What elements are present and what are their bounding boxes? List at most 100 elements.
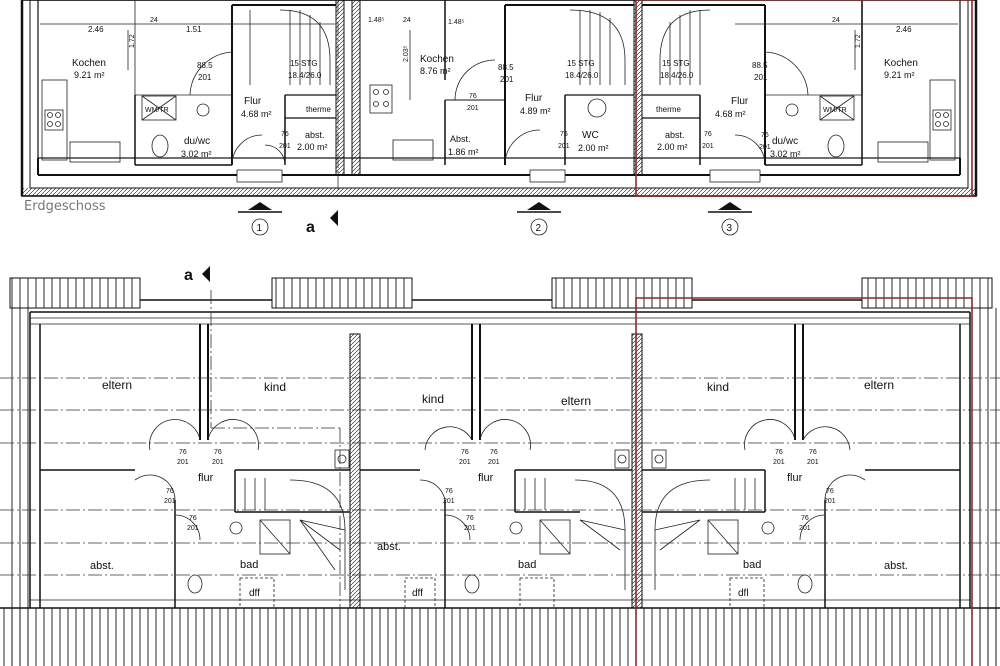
room-label: Kochen	[72, 58, 106, 69]
entrance-marker-2: 2	[517, 202, 561, 236]
door-label: 76	[179, 449, 187, 456]
room-label: bad	[240, 559, 258, 571]
door-label: 76	[801, 515, 809, 522]
door-label: 201	[459, 459, 471, 466]
door-label: 76	[704, 131, 712, 138]
dim-label: 24	[150, 17, 158, 24]
dim-label: 2.03⁵	[403, 45, 410, 62]
room-area: 4.68 m²	[241, 109, 272, 119]
room-label: dff	[249, 588, 260, 599]
door-label: 201	[187, 525, 199, 532]
door-label: 201	[212, 459, 224, 466]
stair-label: 15 STG	[662, 59, 690, 68]
entrance-marker-3: 3	[708, 202, 752, 236]
room-label: eltern	[864, 378, 894, 392]
room-label: abst.	[665, 130, 685, 140]
room-area: 8.76 m²	[420, 66, 451, 76]
door-label: 88.5	[498, 63, 514, 72]
room-label: Flur	[525, 93, 543, 104]
room-label: flur	[787, 472, 803, 484]
room-label: Flur	[731, 96, 749, 107]
room-label: Abst.	[450, 134, 471, 144]
room-area: 3.02 m²	[181, 149, 212, 159]
dim-label: 2.46	[88, 25, 104, 34]
dim-label: 1.72	[129, 34, 136, 48]
room-label: flur	[198, 472, 214, 484]
dim-label: 1.72	[855, 34, 862, 48]
entrance-marker-1: 1	[238, 202, 282, 236]
room-label: eltern	[561, 394, 591, 408]
room-label: eltern	[102, 378, 132, 392]
door-label: 76	[461, 449, 469, 456]
ground-floor-plan	[20, 0, 978, 226]
room-label: du/wc	[184, 136, 210, 147]
room-label: kind	[707, 380, 729, 394]
door-label: 76	[166, 488, 174, 495]
svg-text:2: 2	[536, 223, 542, 234]
room-label: abst.	[377, 541, 401, 553]
door-label: 201	[799, 525, 811, 532]
room-label: bad	[518, 559, 536, 571]
svg-text:1: 1	[257, 223, 263, 234]
stair-label: 18.4/26.0	[288, 71, 322, 80]
section-marker-label: a	[306, 219, 315, 236]
door-label: 76	[490, 449, 498, 456]
svg-text:3: 3	[727, 223, 733, 234]
door-label: 201	[177, 459, 189, 466]
door-label: 201	[464, 525, 476, 532]
upper-floor-labels: a eltern kind kind eltern kind eltern fl…	[90, 267, 908, 599]
stair-label: 15 STG	[290, 59, 318, 68]
dim-label: 1.48⁵	[368, 17, 385, 24]
door-label: 88.5	[752, 61, 768, 70]
room-area: 1.86 m²	[448, 147, 479, 157]
room-label: dff	[412, 588, 423, 599]
floor-caption: Erdgeschoss	[24, 199, 106, 214]
upper-floor-plan	[0, 266, 1000, 666]
door-label: 201	[824, 498, 836, 505]
dim-label: 1.48⁵	[448, 19, 465, 26]
stair-label: 15 STG	[567, 59, 595, 68]
door-label: 201	[702, 143, 714, 150]
room-label: kind	[422, 392, 444, 406]
door-label: 76	[560, 131, 568, 138]
room-area: 2.00 m²	[297, 142, 328, 152]
door-label: 201	[500, 75, 514, 84]
ground-floor-labels: 2.46 24 1.51 1.72 1.48⁵ 1.48⁵ 24 2.03⁵ 2…	[24, 17, 918, 236]
door-label: 76	[281, 131, 289, 138]
door-label: 76	[189, 515, 197, 522]
room-area: 9.21 m²	[74, 70, 105, 80]
room-area: 9.21 m²	[884, 70, 915, 80]
dim-label: 24	[832, 17, 840, 24]
room-label: WC	[582, 130, 599, 141]
door-label: 201	[198, 73, 212, 82]
stair-label: 18.4/26.0	[660, 71, 694, 80]
room-label: dfl	[738, 588, 749, 599]
room-label: abst.	[305, 130, 325, 140]
door-label: 201	[443, 498, 455, 505]
door-label: 76	[775, 449, 783, 456]
door-label: 76	[809, 449, 817, 456]
door-label: 76	[445, 488, 453, 495]
room-label: therme	[306, 105, 331, 114]
door-label: 201	[807, 459, 819, 466]
room-area: 2.00 m²	[578, 143, 609, 153]
door-label: 201	[279, 143, 291, 150]
door-label: 201	[754, 73, 768, 82]
door-label: 76	[214, 449, 222, 456]
room-label: abst.	[884, 560, 908, 572]
appliance-label: WM/TR	[145, 107, 169, 114]
room-label: flur	[478, 472, 494, 484]
room-area: 4.68 m²	[715, 109, 746, 119]
room-label: bad	[743, 559, 761, 571]
door-label: 76	[826, 488, 834, 495]
room-label: Flur	[244, 96, 262, 107]
door-label: 201	[558, 143, 570, 150]
door-label: 201	[773, 459, 785, 466]
stair-label: 18.4/26.0	[565, 71, 599, 80]
room-label: Kochen	[420, 54, 454, 65]
door-label: 201	[467, 105, 479, 112]
door-label: 76	[469, 93, 477, 100]
room-label: Kochen	[884, 58, 918, 69]
dim-label: 1.51	[186, 25, 202, 34]
